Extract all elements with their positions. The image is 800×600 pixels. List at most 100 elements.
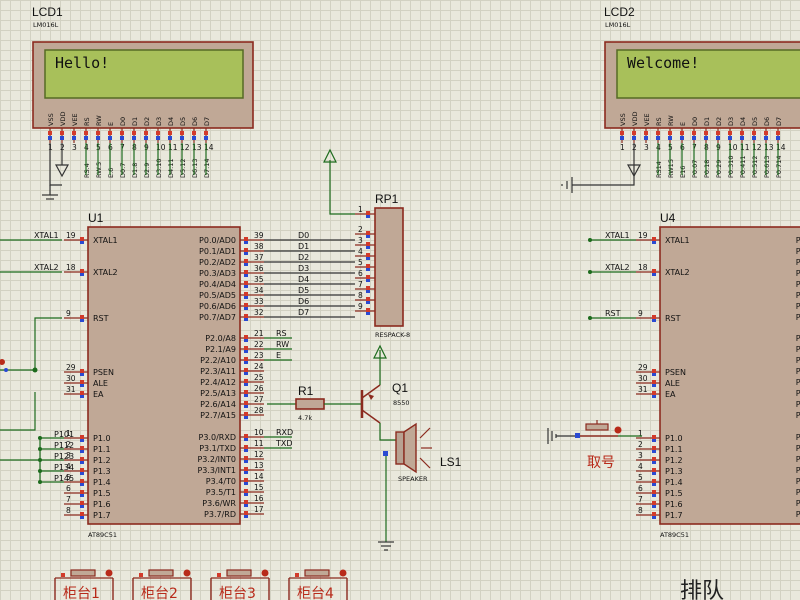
svg-text:P3.1/: P3.1/ <box>796 444 800 453</box>
svg-text:TXD: TXD <box>275 439 293 448</box>
u4-mcu[interactable]: U4 AT89C51 19XTAL118XTAL29RST29PSEN30ALE… <box>588 211 800 539</box>
svg-text:12: 12 <box>752 143 762 152</box>
lcd2-ref: LCD2 <box>604 5 635 19</box>
lcd2-net-label: P0.18 <box>703 160 711 178</box>
lcd1-net-label: D4.11 <box>167 159 175 178</box>
svg-text:P1.5: P1.5 <box>93 489 111 498</box>
lcd2-pin-label: RW <box>667 115 675 126</box>
svg-text:1: 1 <box>638 429 643 438</box>
svg-text:2: 2 <box>358 225 363 234</box>
svg-text:P3.5/T1: P3.5/T1 <box>206 488 236 497</box>
svg-text:D7: D7 <box>298 308 309 317</box>
lcd2-net-label: P0.714 <box>775 155 783 178</box>
rp1-ref: RP1 <box>375 192 399 206</box>
svg-text:XTAL1: XTAL1 <box>93 236 118 245</box>
u1-part: AT89C51 <box>88 531 117 539</box>
lcd2-net-label: P0.512 <box>751 155 759 178</box>
svg-text:23: 23 <box>254 351 264 360</box>
u4-body <box>659 226 800 525</box>
lcd1-net-label: RW.5 <box>95 162 103 178</box>
svg-text:XTAL1: XTAL1 <box>605 231 630 240</box>
svg-text:PSEN: PSEN <box>665 368 686 377</box>
svg-text:P3.5/: P3.5/ <box>796 488 800 497</box>
svg-text:12: 12 <box>180 143 190 152</box>
svg-text:33: 33 <box>254 297 264 306</box>
svg-text:15: 15 <box>254 483 264 492</box>
svg-text:3: 3 <box>638 451 643 460</box>
lcd1-pin-label: D2 <box>143 117 151 126</box>
counter-button-label: 柜台3 <box>219 586 256 600</box>
lcd1-ref: LCD1 <box>32 5 63 19</box>
lcd2-pin-label: D4 <box>739 117 747 126</box>
svg-text:D4: D4 <box>298 275 309 284</box>
svg-text:26: 26 <box>254 384 264 393</box>
lcd1-pin-label: D5 <box>179 117 187 126</box>
ls1-part: SPEAKER <box>398 475 428 483</box>
svg-text:13: 13 <box>254 461 264 470</box>
lcd2-pin-label: E <box>679 122 687 126</box>
svg-text:P1.3: P1.3 <box>93 467 111 476</box>
svg-text:P0.1/: P0.1/ <box>796 247 800 256</box>
lcd2-power-arrow <box>626 164 642 178</box>
svg-text:D2: D2 <box>298 253 309 262</box>
svg-text:P3.2/INT0: P3.2/INT0 <box>197 455 236 464</box>
svg-text:P3.6/WR: P3.6/WR <box>202 499 236 508</box>
lcd2-pin-label: D3 <box>727 117 735 126</box>
svg-text:19: 19 <box>66 231 76 240</box>
svg-text:P3.2/: P3.2/ <box>796 455 800 464</box>
counter-button-label: 柜台2 <box>141 586 178 600</box>
svg-text:P0.7/: P0.7/ <box>796 313 800 322</box>
svg-text:P1.7: P1.7 <box>93 511 111 520</box>
svg-text:P1.4: P1.4 <box>665 478 683 487</box>
svg-text:P2.1/A9: P2.1/A9 <box>205 345 236 354</box>
svg-text:P123: P123 <box>54 452 74 461</box>
svg-text:P2.7/: P2.7/ <box>796 411 800 420</box>
svg-text:P1.1: P1.1 <box>93 445 111 454</box>
counter-button-2[interactable]: 柜台2 <box>132 569 192 600</box>
svg-text:P0.6/AD6: P0.6/AD6 <box>199 302 236 311</box>
svg-text:P0.0/: P0.0/ <box>796 236 800 245</box>
buzzer-circuit[interactable]: R1 4.7k Q1 8550 LS1 SPEAKER <box>267 344 462 551</box>
u1-mcu[interactable]: U1 AT89C51 19XTAL118XTAL29RST29PSEN30ALE… <box>34 211 264 539</box>
svg-text:1: 1 <box>358 205 363 214</box>
counter-button-3[interactable]: 柜台3 <box>210 569 270 600</box>
lcd2-screen <box>616 49 800 99</box>
svg-text:ALE: ALE <box>93 379 108 388</box>
svg-text:P0.3/AD3: P0.3/AD3 <box>199 269 236 278</box>
svg-text:29: 29 <box>66 363 76 372</box>
lcd1-model: LM016L <box>33 21 59 29</box>
svg-text:7: 7 <box>358 280 363 289</box>
lcd1-net-label: D7.14 <box>203 159 211 178</box>
lcd2-pin-label: RS <box>655 117 663 126</box>
svg-text:P2.2/A10: P2.2/A10 <box>200 356 236 365</box>
counter-button-4[interactable]: 柜台4 <box>288 569 348 600</box>
svg-text:XTAL2: XTAL2 <box>665 268 690 277</box>
u1-body <box>87 226 241 525</box>
lcd2-model: LM016L <box>605 21 631 29</box>
vcc-arrow-icon-2 <box>373 344 387 359</box>
u1-ref: U1 <box>88 211 104 225</box>
counter-button-label: 柜台4 <box>297 586 334 600</box>
svg-text:P3.0/: P3.0/ <box>796 433 800 442</box>
u4-ref: U4 <box>660 211 676 225</box>
partial-caption: 排队 <box>680 579 724 600</box>
svg-text:11: 11 <box>740 143 750 152</box>
svg-text:RXD: RXD <box>276 428 293 437</box>
svg-text:12: 12 <box>254 450 264 459</box>
counter-button-1[interactable]: 柜台1 <box>54 569 114 600</box>
svg-text:E: E <box>276 351 281 360</box>
counter-button-label: 柜台1 <box>63 586 100 600</box>
svg-text:7: 7 <box>66 495 71 504</box>
r1-value: 4.7k <box>298 414 312 422</box>
take-number-button[interactable]: 取号 <box>547 420 642 471</box>
svg-text:RST: RST <box>93 314 109 323</box>
svg-text:2: 2 <box>66 440 71 449</box>
svg-text:RST: RST <box>665 314 681 323</box>
